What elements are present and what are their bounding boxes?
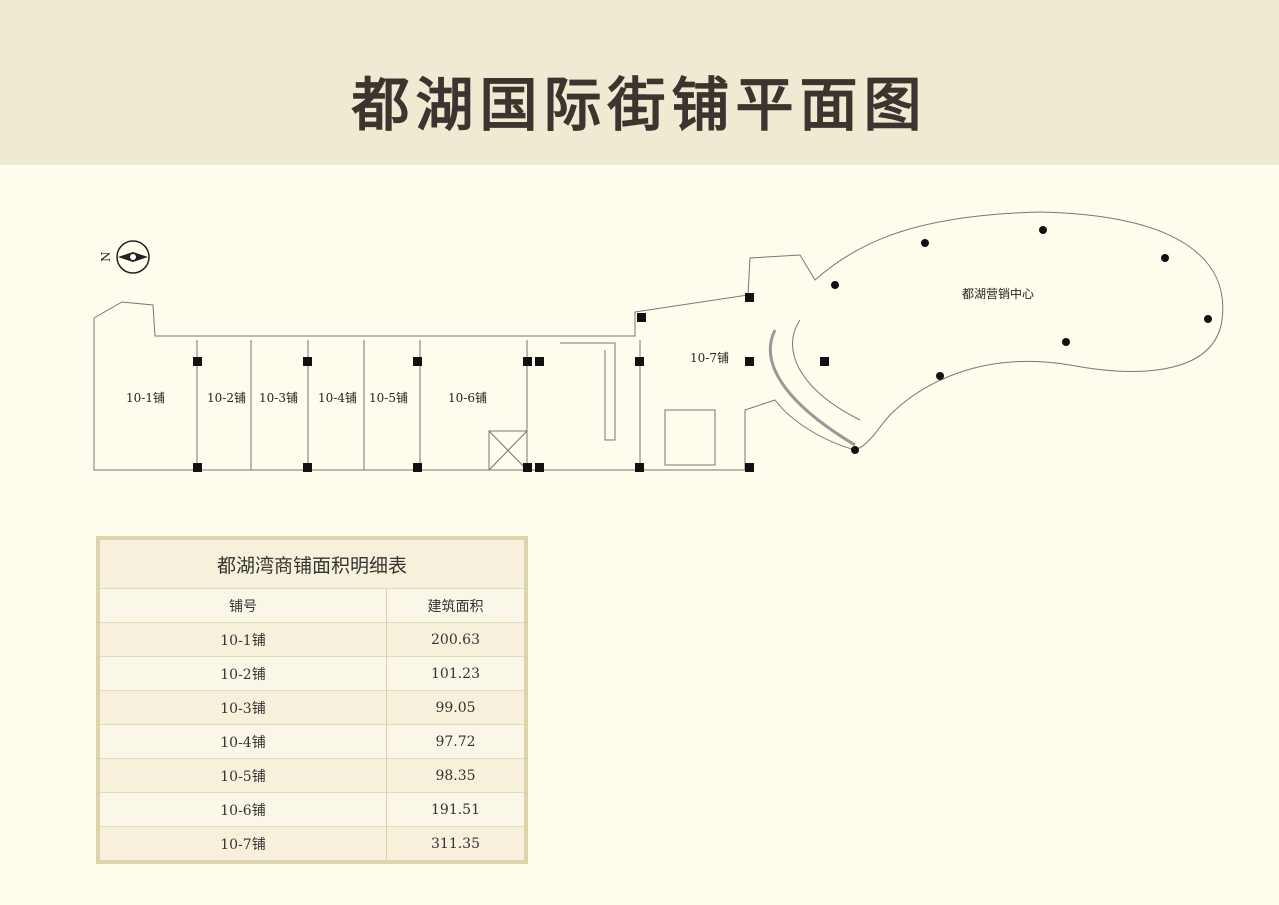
cell-area: 311.35 (431, 835, 480, 852)
building-walls (93, 211, 1224, 471)
cell-area: 99.05 (435, 699, 476, 716)
area-table: 都湖湾商铺面积明细表 铺号 建筑面积 10-1铺 200.63 10-2铺 101.2… (96, 536, 528, 864)
cell-shop: 10-3铺 (100, 691, 387, 724)
header-shop-no: 铺号 (100, 589, 387, 622)
cell-shop: 10-1铺 (100, 623, 387, 656)
table-row: 10-4铺 97.72 (100, 725, 524, 759)
cell-area: 191.51 (431, 801, 480, 818)
page-title: 都湖国际街铺平面图 (351, 71, 928, 139)
table-row: 10-1铺 200.63 (100, 623, 524, 657)
columns (193, 226, 1212, 472)
table-row: 10-5铺 98.35 (100, 759, 524, 793)
shop-label-10-7: 10-7铺 (690, 351, 729, 365)
table-row: 10-3铺 99.05 (100, 691, 524, 725)
header-band (0, 0, 1279, 165)
table-row: 10-7铺 311.35 (100, 827, 524, 860)
table-row: 10-2铺 101.23 (100, 657, 524, 691)
cell-area: 97.72 (435, 733, 476, 750)
cell-area: 101.23 (431, 665, 480, 682)
sales-center-label: 都湖营销中心 (962, 286, 1034, 301)
cell-shop: 10-5铺 (100, 759, 387, 792)
cell-area: 200.63 (431, 631, 480, 648)
header-area: 建筑面积 (427, 598, 484, 615)
table-row: 10-6铺 191.51 (100, 793, 524, 827)
table-caption: 都湖湾商铺面积明细表 (100, 540, 524, 589)
cell-shop: 10-2铺 (100, 657, 387, 690)
shop-label-10-5: 10-5铺 (369, 391, 408, 405)
shop-label-10-1: 10-1铺 (126, 391, 165, 405)
cell-shop: 10-6铺 (100, 793, 387, 826)
shop-label-10-4: 10-4铺 (318, 391, 357, 405)
shop-label-10-6: 10-6铺 (448, 391, 487, 405)
compass-icon: N (99, 240, 150, 274)
table-header-row: 铺号 建筑面积 (100, 589, 524, 623)
cell-area: 98.35 (435, 767, 476, 784)
cell-shop: 10-4铺 (100, 725, 387, 758)
shop-label-10-2: 10-2铺 (207, 391, 246, 405)
table-body: 铺号 建筑面积 10-1铺 200.63 10-2铺 101.23 10-3铺 99.0… (100, 589, 524, 860)
north-label: N (99, 252, 113, 263)
cell-shop: 10-7铺 (100, 827, 387, 860)
shop-label-10-3: 10-3铺 (259, 391, 298, 405)
